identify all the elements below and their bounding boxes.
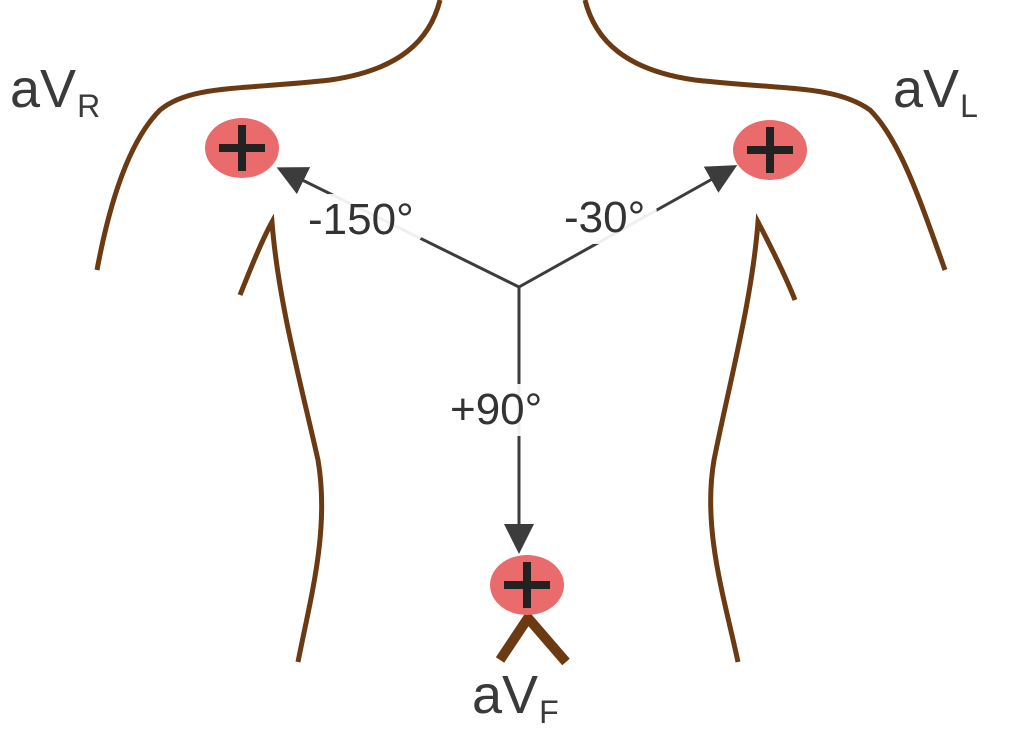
avf-lead-sub: F [539, 694, 559, 730]
avf-electrode-plus-icon [490, 555, 564, 615]
avr-angle-label: -150° [296, 194, 426, 246]
avl-angle-label: -30° [552, 192, 657, 244]
legs-chevron-outline [500, 618, 566, 662]
left-torso-outline [240, 222, 322, 662]
avf-lead-main: aV [472, 665, 538, 725]
avl-lead-main: aV [893, 59, 959, 119]
avf-lead-label: aVF [472, 668, 559, 728]
avr-lead-sub: R [77, 88, 100, 124]
avr-lead-main: aV [10, 59, 76, 119]
avr-lead-label: aVR [10, 62, 100, 122]
avl-lead-sub: L [960, 88, 978, 124]
avl-lead-label: aVL [893, 62, 978, 122]
avf-angle-label: +90° [438, 384, 554, 436]
avl-electrode-plus-icon [733, 120, 807, 180]
right-torso-outline [711, 222, 795, 662]
avr-electrode-plus-icon [205, 118, 279, 178]
